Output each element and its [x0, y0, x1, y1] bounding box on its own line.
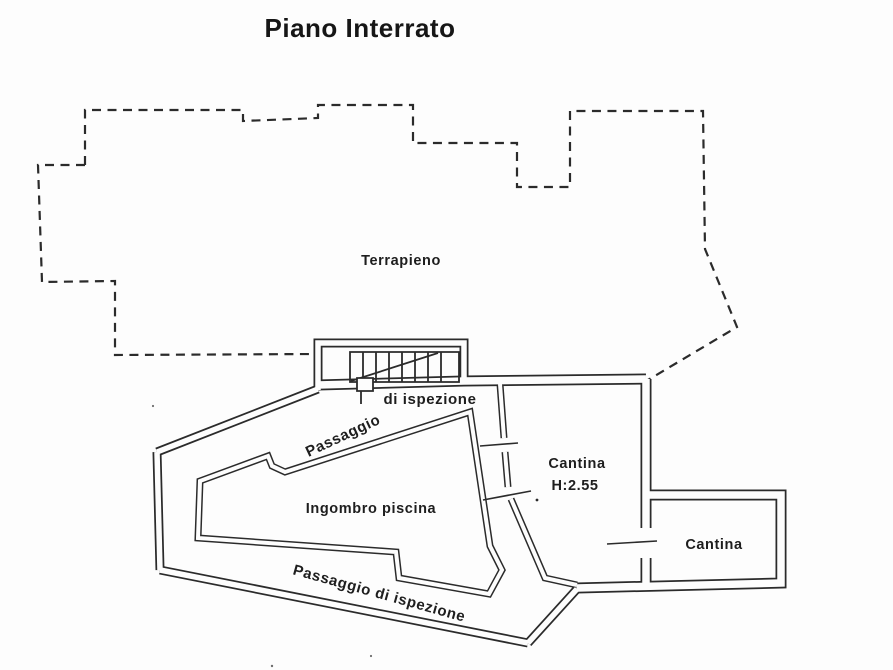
- terrapieno-dashed-boundary: [36, 103, 739, 381]
- terrapieno-boundary-lower-path: [36, 163, 318, 357]
- scan-specks: [151, 404, 373, 668]
- staircase-landing-step: [356, 377, 374, 392]
- staircase-direction-line: [350, 352, 439, 382]
- building-main-wall: [317, 373, 787, 594]
- door-opening-ticks: [479, 442, 658, 545]
- terrapieno-label: Terrapieno: [361, 253, 441, 269]
- door-tick-upper: [479, 442, 519, 447]
- door-tick-cantina2: [606, 540, 658, 545]
- cantina-small-label: Cantina: [685, 537, 743, 553]
- door-tick-lower: [482, 490, 532, 501]
- passage-upper-label-word2: di ispezione: [383, 391, 476, 408]
- terrapieno-boundary-upper-path: [83, 103, 739, 381]
- cantina-main-height-label: H:2.55: [551, 478, 598, 494]
- staircase: [349, 351, 460, 404]
- cantina-main-label: Cantina: [548, 456, 606, 472]
- wall-white-cores: [154, 340, 785, 646]
- pool-label: Ingombro piscina: [306, 501, 437, 517]
- plan-title: Piano Interrato: [265, 13, 456, 43]
- ink-dot: [535, 498, 539, 502]
- staircase-outline: [349, 351, 460, 383]
